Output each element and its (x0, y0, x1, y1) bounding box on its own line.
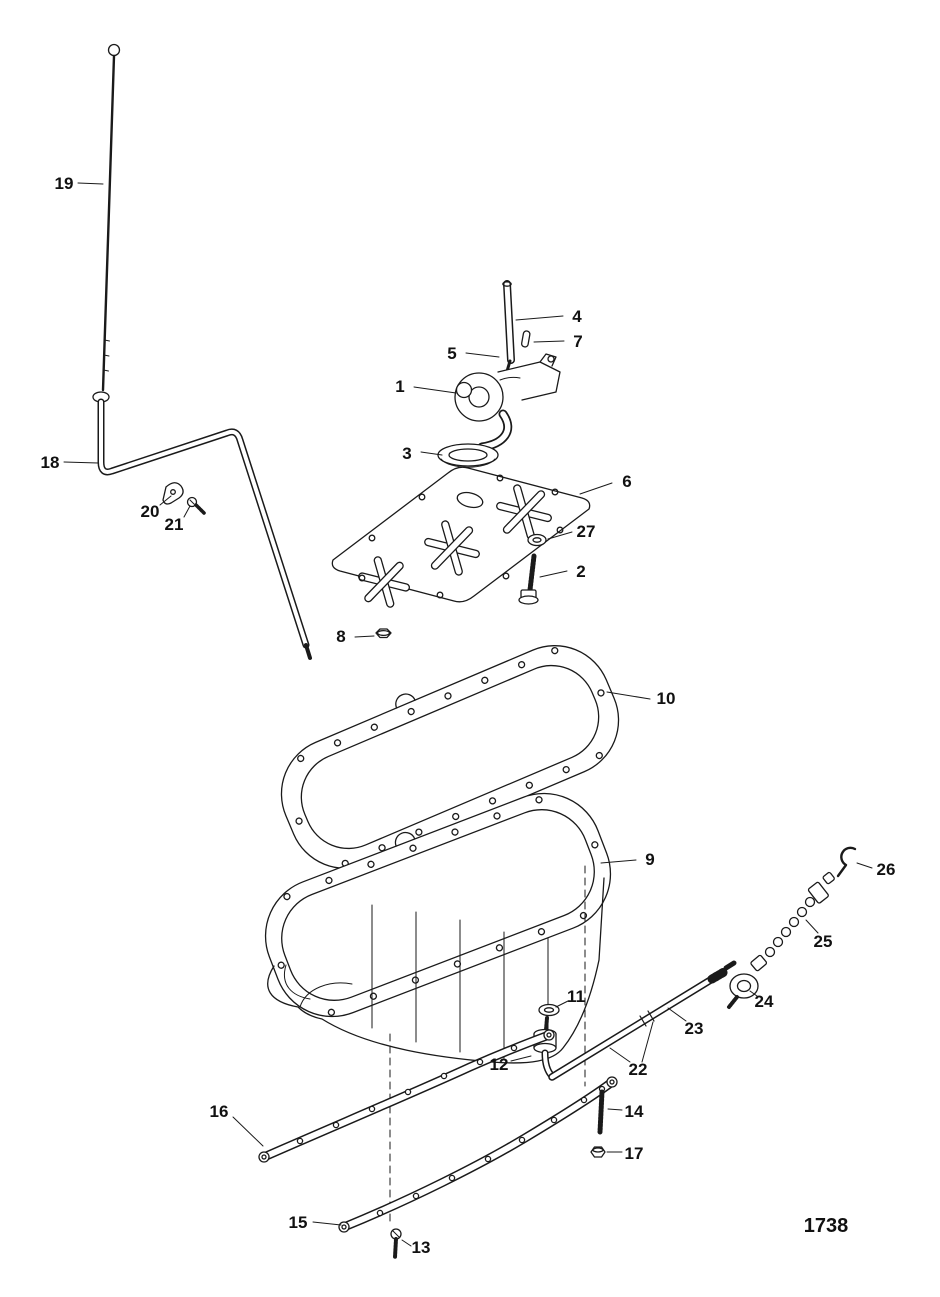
part-bolt-2 (518, 553, 539, 605)
callout-6: 6 (622, 472, 631, 491)
part-oil-pump (454, 353, 561, 422)
callout-22: 22 (629, 1060, 648, 1079)
callout-10: 10 (657, 689, 676, 708)
part-screw-21 (186, 496, 206, 515)
part-oil-tube (548, 960, 737, 1081)
part-washer-11 (538, 1003, 560, 1017)
callout-12: 12 (490, 1055, 509, 1074)
callout-3: 3 (402, 444, 411, 463)
part-screw-13 (390, 1228, 402, 1259)
callout-19: 19 (55, 174, 74, 193)
callout-5: 5 (447, 344, 456, 363)
part-clip-26 (836, 846, 857, 878)
part-dipstick-tube (92, 391, 312, 660)
callout-2: 2 (576, 562, 585, 581)
callout-1: 1 (395, 377, 404, 396)
part-oil-pickup (437, 409, 513, 468)
part-nut-8 (375, 628, 392, 639)
part-sender-25 (750, 871, 835, 972)
part-oil-pan (264, 792, 612, 1064)
part-stud-14 (597, 1085, 606, 1135)
drawing-number: 1738 (804, 1215, 849, 1237)
part-dipstick (101, 43, 121, 392)
part-oil-pan-gasket (280, 645, 620, 869)
callout-23: 23 (685, 1019, 704, 1038)
callout-26: 26 (877, 860, 896, 879)
callout-8: 8 (336, 627, 345, 646)
callout-labels: 19 18 20 21 4 5 7 1 3 6 27 2 8 10 9 26 2… (41, 174, 896, 1257)
part-strip-16 (258, 1029, 555, 1163)
callout-24: 24 (755, 992, 774, 1011)
part-clip (162, 482, 184, 505)
part-strip-15 (338, 1076, 618, 1233)
callout-leader-lines (63, 182, 873, 1247)
part-baffle-plate (331, 466, 591, 608)
callout-4: 4 (572, 307, 582, 326)
callout-16: 16 (210, 1102, 229, 1121)
callout-13: 13 (412, 1238, 431, 1257)
callout-17: 17 (625, 1144, 644, 1163)
callout-20: 20 (141, 502, 160, 521)
callout-7: 7 (573, 332, 582, 351)
callout-15: 15 (289, 1213, 308, 1232)
part-pump-shaft-tube (502, 280, 515, 380)
callout-14: 14 (625, 1102, 644, 1121)
part-pin (520, 330, 531, 348)
part-nut-17 (590, 1146, 606, 1158)
callout-27: 27 (577, 522, 596, 541)
callout-9: 9 (645, 850, 654, 869)
callout-18: 18 (41, 453, 60, 472)
callout-11: 11 (567, 987, 585, 1006)
alignment-dashed-lines (389, 865, 586, 1225)
part-washer-27 (527, 533, 547, 547)
callout-25: 25 (814, 932, 833, 951)
callout-21: 21 (165, 515, 184, 534)
part-oil-fitting-12 (533, 1016, 557, 1080)
